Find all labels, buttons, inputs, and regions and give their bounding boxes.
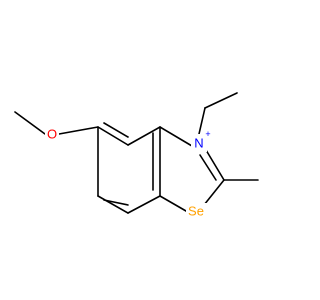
ring-c3a-c4-bond xyxy=(127,126,161,146)
ethyl-ch2-n-bond xyxy=(198,107,206,135)
n-c2-bond-outer xyxy=(205,149,225,181)
o-methyl-bond xyxy=(14,111,46,135)
selenium-label-background xyxy=(186,203,207,219)
ring-c6-c7-bond-inner xyxy=(103,199,129,206)
nitrogen-atom-label: N xyxy=(194,136,203,151)
ring-c4-c5-bond-inner xyxy=(103,122,129,138)
c5-o-bond xyxy=(58,126,99,135)
n-c3a-bond xyxy=(159,126,193,147)
ring-c4-c5-bond-outer xyxy=(97,126,129,146)
nitrogen-charge-label: + xyxy=(205,129,210,139)
c2-se-bond xyxy=(203,179,225,206)
bond-lines xyxy=(14,92,259,214)
se-c7a-bond xyxy=(159,195,187,212)
oxygen-label-background xyxy=(45,126,59,142)
oxygen-atom-label: O xyxy=(47,127,57,142)
n-c2-bond-inner xyxy=(199,154,217,181)
ring-c6-c7-bond-outer xyxy=(97,195,129,214)
ethyl-ch3-ch2-bond xyxy=(204,92,238,109)
ring-c7-c7a-bond xyxy=(127,195,161,214)
nitrogen-label-background xyxy=(191,134,207,152)
molecule-structure-diagram: O N + Se xyxy=(14,92,259,219)
selenium-atom-label: Se xyxy=(188,204,204,219)
